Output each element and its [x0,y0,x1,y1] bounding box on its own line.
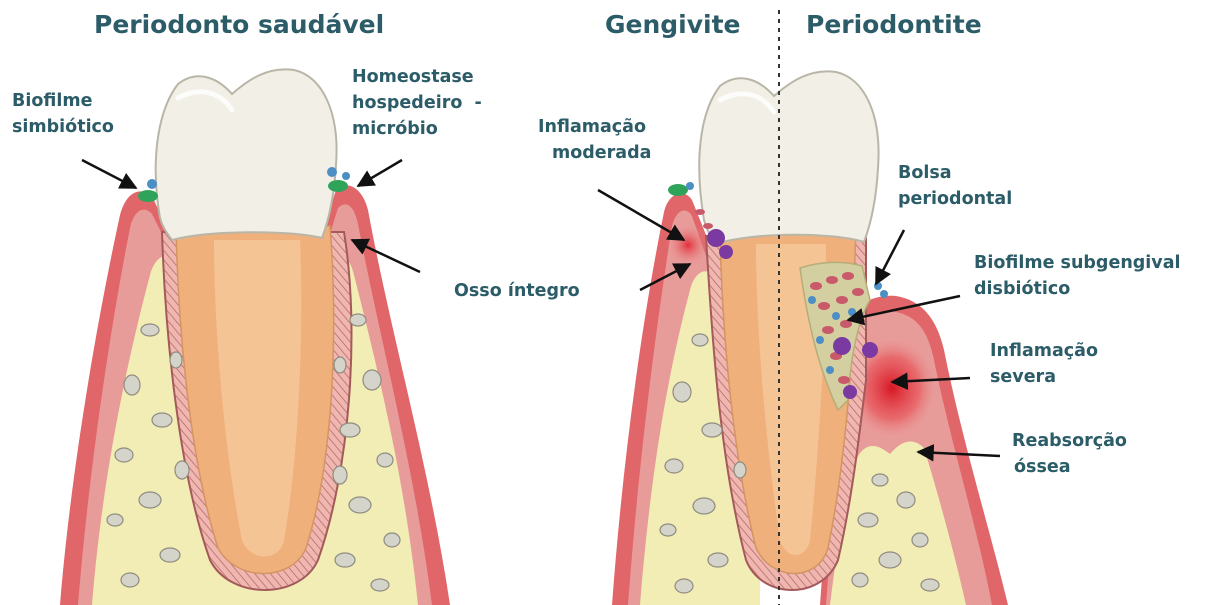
heading-periodontitis: Periodontite [806,10,982,40]
label-bone-intact: Osso íntegro [454,278,580,304]
label-periodontal-pocket: Bolsa periodontal [898,160,1012,212]
moderate-inflammation-spot [666,223,710,267]
label-homeostasis: Homeostase hospedeiro - micróbio [352,64,482,142]
label-bone-resorption: Reabsorção óssea [1012,428,1127,480]
label-biofilm-dysbiotic: Biofilme subgengival disbiótico [974,250,1181,302]
heading-healthy-periodontium: Periodonto saudável [94,10,384,40]
arrow-homeostasis [358,160,402,186]
healthy-tooth-group [60,69,450,605]
label-inflammation-severe: Inflamação severa [990,338,1098,390]
label-inflammation-moderate: Inflamação moderada [538,114,651,166]
diseased-tooth-group [612,10,1008,605]
heading-gingivitis: Gengivite [605,10,741,40]
arrow-biofilm-symbiotic [82,160,136,188]
label-biofilm-symbiotic: Biofilme simbiótico [12,88,114,140]
arrow-periodontal-pocket [876,230,904,284]
